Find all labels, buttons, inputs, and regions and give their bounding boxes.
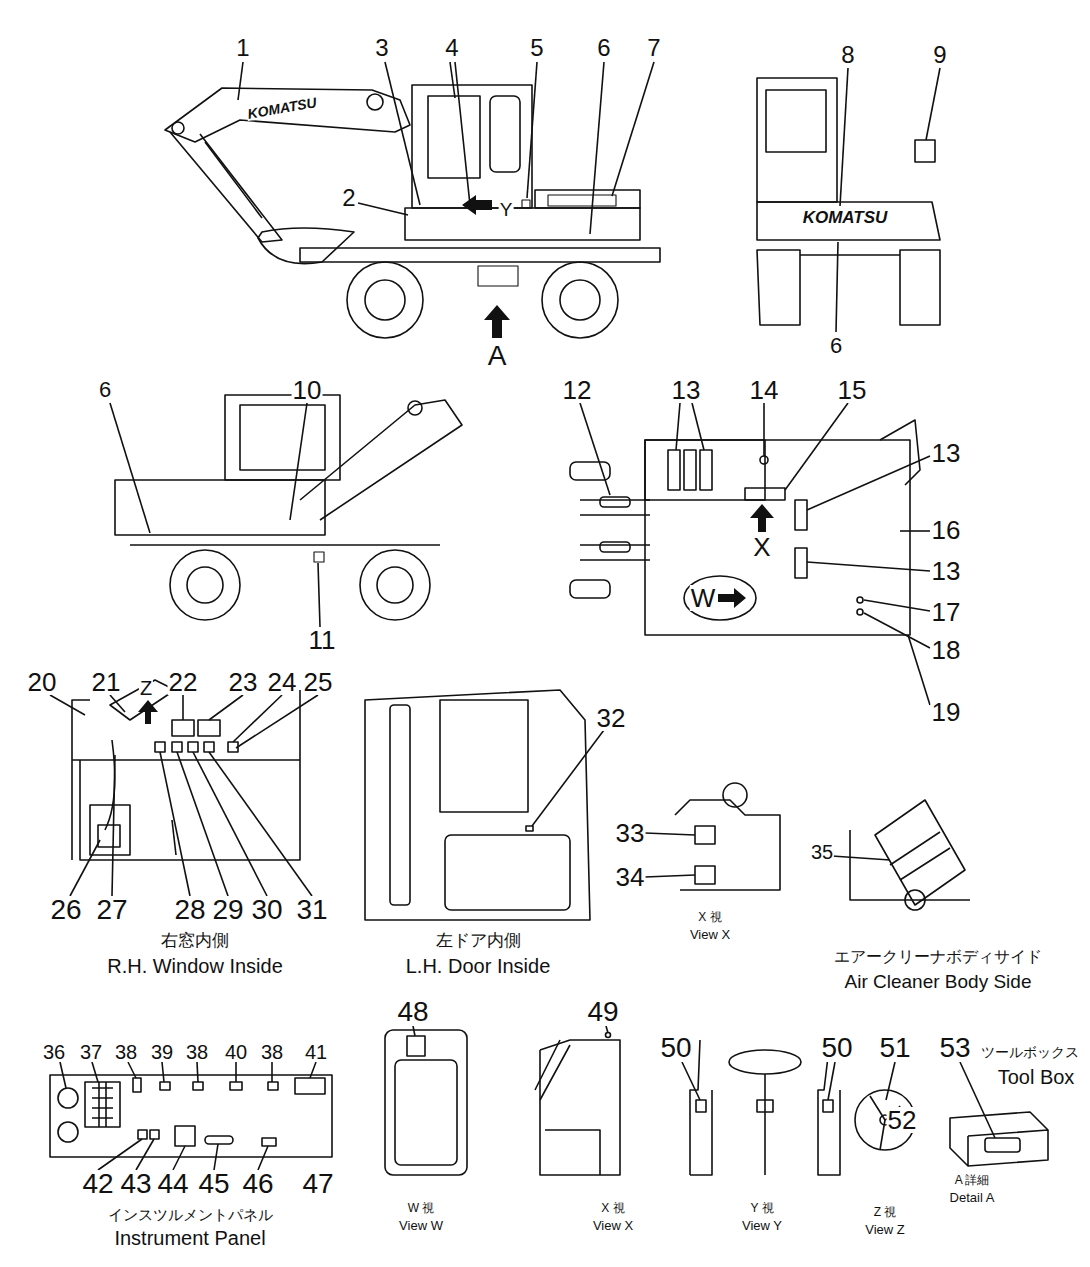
callout-number: 32	[596, 705, 627, 731]
callout-number: 31	[295, 896, 328, 924]
callout-number: 34	[615, 864, 646, 890]
callout-number: 33	[615, 820, 646, 846]
callout-number: 21	[91, 669, 122, 695]
callout-number: 44	[156, 1170, 189, 1198]
callout-number: 14	[749, 377, 780, 403]
callout-number: 4	[444, 36, 459, 60]
callout-number: 6	[596, 36, 611, 60]
callout-number: 27	[95, 896, 128, 924]
callout-number: 18	[931, 637, 962, 663]
view-caption: Z 視	[873, 1206, 898, 1218]
callout-number: 10	[292, 377, 323, 403]
view-caption: W 視	[407, 1202, 436, 1214]
view-letter: Y	[499, 200, 514, 219]
callout-number: 38	[185, 1042, 209, 1062]
callout-number: 8	[840, 43, 855, 67]
callout-number: 17	[931, 599, 962, 625]
callout-number: 43	[119, 1170, 152, 1198]
callout-number: 3	[374, 36, 389, 60]
callout-number: 7	[646, 36, 661, 60]
view-caption: X 視	[697, 911, 722, 923]
view-caption: R.H. Window Inside	[106, 956, 284, 976]
view-caption: View Z	[864, 1223, 906, 1236]
callout-number: 35	[810, 842, 834, 862]
callout-number: 1	[235, 36, 250, 60]
callout-number: 16	[931, 517, 962, 543]
callout-number: 13	[931, 558, 962, 584]
callout-number: 47	[301, 1170, 334, 1198]
callout-number: 49	[586, 998, 619, 1026]
view-caption: ツールボックス	[980, 1045, 1080, 1059]
view-caption: View X	[689, 928, 731, 941]
callout-number: 28	[173, 896, 206, 924]
view-caption: L.H. Door Inside	[405, 956, 552, 976]
callout-number: 37	[79, 1042, 103, 1062]
callout-number: 25	[303, 669, 334, 695]
callout-number: 50	[659, 1034, 692, 1062]
callout-number: 6	[829, 335, 843, 357]
view-caption: Air Cleaner Body Side	[844, 972, 1033, 991]
view-caption: A 詳細	[954, 1174, 991, 1186]
view-caption: View X	[592, 1219, 634, 1232]
view-caption: View Y	[741, 1219, 783, 1232]
callout-number: 26	[49, 896, 82, 924]
callout-number: 13	[931, 440, 962, 466]
callout-number: 15	[837, 377, 868, 403]
view-caption: 右窓内側	[160, 932, 230, 949]
view-caption: X 視	[600, 1202, 625, 1214]
view-letter: X	[752, 534, 771, 560]
callout-number: 38	[260, 1042, 284, 1062]
callout-number: 13	[671, 377, 702, 403]
view-caption: KOMATSU	[802, 209, 889, 226]
view-letter: A	[487, 342, 508, 370]
callout-number: 39	[150, 1042, 174, 1062]
callout-number: 22	[168, 669, 199, 695]
view-caption: View W	[398, 1219, 444, 1232]
callout-number: 48	[396, 998, 429, 1026]
callout-number: 24	[267, 669, 298, 695]
view-caption: インスツルメントパネル	[107, 1207, 274, 1222]
view-caption: KOMATSU	[245, 95, 318, 121]
view-caption: 左ドア内側	[435, 932, 522, 949]
view-caption: エアークリーナボディサイド	[833, 949, 1043, 965]
callout-number: 36	[42, 1042, 66, 1062]
view-caption: Tool Box	[997, 1067, 1076, 1087]
callout-number: 2	[341, 186, 356, 210]
callout-number: 23	[228, 669, 259, 695]
view-caption: Y 視	[749, 1202, 774, 1214]
callout-number: 52	[887, 1107, 918, 1133]
callout-number: 20	[27, 669, 58, 695]
callout-number: 9	[932, 43, 947, 67]
callout-number: 50	[820, 1034, 853, 1062]
callout-number: 46	[241, 1170, 274, 1198]
callout-number: 53	[938, 1034, 971, 1062]
callout-number: 29	[211, 896, 244, 924]
callout-number: 38	[114, 1042, 138, 1062]
callout-number: 30	[250, 896, 283, 924]
view-caption: Instrument Panel	[113, 1228, 266, 1248]
callout-number: 41	[304, 1042, 328, 1062]
callout-number: 42	[81, 1170, 114, 1198]
callout-number: 12	[562, 377, 593, 403]
view-caption: Detail A	[949, 1191, 996, 1204]
callout-number: 51	[878, 1034, 911, 1062]
callout-number: 40	[224, 1042, 248, 1062]
view-letter: Z	[139, 678, 153, 698]
callout-number: 45	[197, 1170, 230, 1198]
callout-number: 19	[931, 699, 962, 725]
callout-number: 5	[529, 36, 544, 60]
callout-number: 6	[98, 379, 112, 401]
callout-number: 11	[308, 627, 337, 653]
view-letter: W	[690, 585, 717, 611]
